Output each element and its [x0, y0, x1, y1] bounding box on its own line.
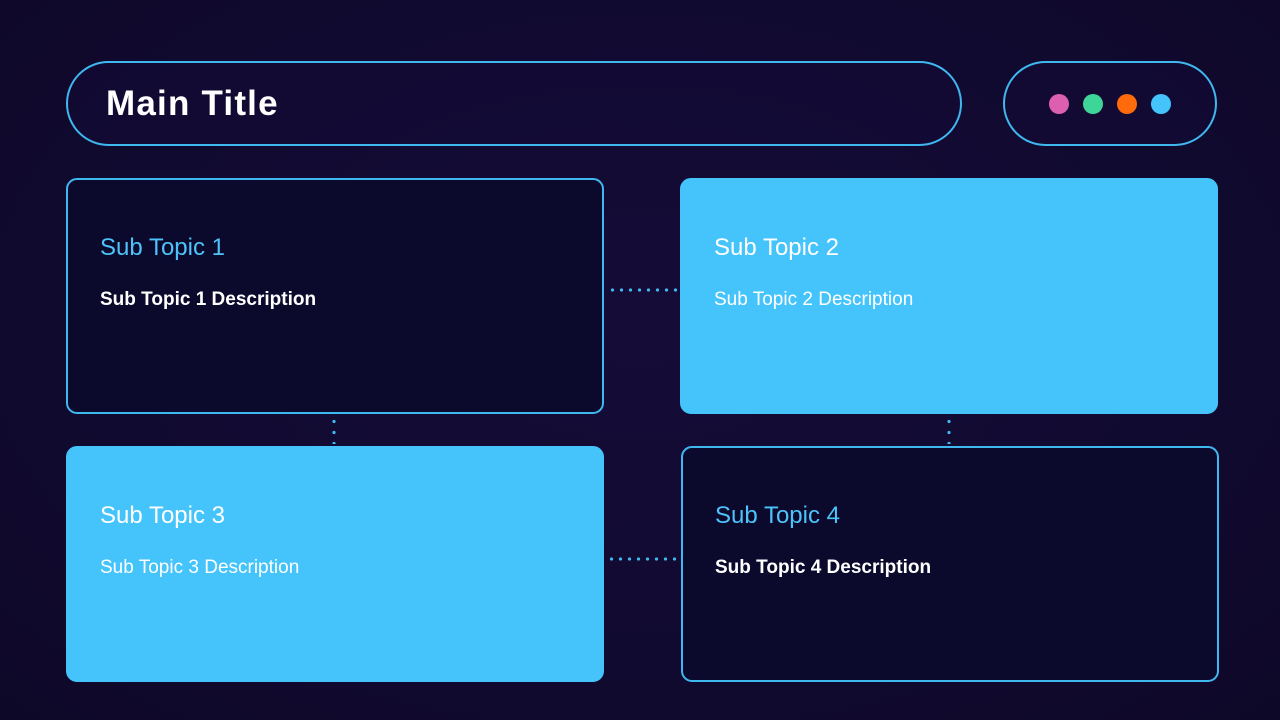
card-sub-topic-1[interactable]: Sub Topic 1 Sub Topic 1 Description [66, 178, 604, 414]
card-title: Sub Topic 3 [100, 502, 225, 529]
card-sub-topic-4[interactable]: Sub Topic 4 Sub Topic 4 Description [681, 446, 1219, 682]
card-title: Sub Topic 4 [715, 502, 840, 529]
dot-pink-icon [1049, 93, 1069, 114]
connector-card1-card3 [332, 416, 336, 444]
card-sub-topic-2[interactable]: Sub Topic 2 Sub Topic 2 Description [680, 178, 1218, 414]
color-dots-pill[interactable] [1003, 61, 1217, 146]
card-description: Sub Topic 4 Description [715, 557, 932, 578]
card-title: Sub Topic 2 [714, 234, 839, 261]
dot-green-icon [1083, 93, 1103, 114]
main-title-pill[interactable]: Main Title [66, 61, 962, 146]
page-title: Main Title [106, 83, 279, 123]
card-description: Sub Topic 3 Description [100, 557, 300, 578]
card-description: Sub Topic 2 Description [714, 289, 914, 310]
dot-orange-icon [1117, 93, 1137, 114]
card-title: Sub Topic 1 [100, 234, 225, 261]
dot-blue-icon [1151, 93, 1171, 114]
card-sub-topic-3[interactable]: Sub Topic 3 Sub Topic 3 Description [66, 446, 604, 682]
connector-card2-card4 [947, 416, 951, 444]
card-description: Sub Topic 1 Description [100, 289, 317, 310]
header: Main Title [0, 0, 1280, 180]
connector-card1-card2 [608, 288, 678, 292]
connector-card3-card4 [607, 557, 679, 561]
